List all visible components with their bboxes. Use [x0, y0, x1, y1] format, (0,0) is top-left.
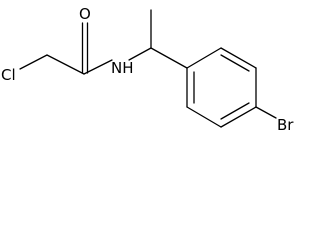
ring-bond-4	[220, 106, 257, 128]
bond-n-ch	[128, 47, 152, 61]
atom-label-nitrogen: NH	[111, 59, 134, 77]
ring-bond-1	[186, 47, 222, 69]
bond-ring-br	[255, 106, 277, 119]
ring-double-1	[220, 54, 250, 72]
atom-label-chlorine: Cl	[1, 66, 16, 84]
ring-bond-2	[220, 47, 257, 69]
bond-carbonyl-n	[83, 59, 113, 75]
atom-label-oxygen: O	[79, 5, 91, 23]
bond-cl-ch2	[19, 54, 48, 70]
structure-canvas: O NH Cl Br	[1, 5, 295, 134]
ring-double-2	[220, 102, 250, 120]
bond-ch2-carbonyl	[46, 54, 85, 75]
atom-label-bromine: Br	[277, 116, 294, 134]
bond-ch-ring	[150, 47, 188, 69]
chemical-structure: O NH Cl Br	[1, 5, 294, 134]
ring-bond-5	[186, 106, 222, 128]
